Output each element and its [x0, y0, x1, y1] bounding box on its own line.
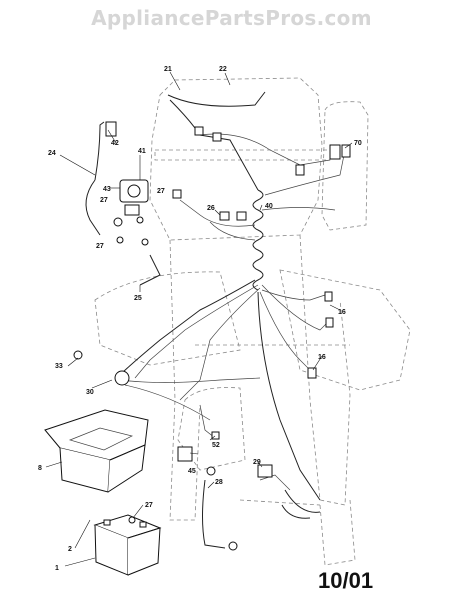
- connectors: [73, 126, 351, 551]
- callout-27: 27: [157, 188, 165, 195]
- callout-29: 29: [253, 459, 261, 466]
- callout-41: 41: [138, 148, 146, 155]
- watermark-text: AppliancePartsPros.com: [91, 6, 372, 30]
- callout-27: 27: [145, 502, 153, 509]
- revision-date: 10/01: [318, 568, 374, 593]
- callout-45: 45: [188, 468, 196, 475]
- callout-24: 24: [48, 150, 56, 157]
- callout-labels: 1 2 8 16 16 21 22 24 25 26 27 27 27 27 2…: [38, 66, 362, 572]
- callout-22: 22: [219, 66, 227, 73]
- callout-52: 52: [212, 442, 220, 449]
- callout-43: 43: [103, 186, 111, 193]
- callout-30: 30: [86, 389, 94, 396]
- callout-2: 2: [68, 546, 72, 553]
- callout-40: 40: [265, 203, 273, 210]
- callout-28: 28: [215, 479, 223, 486]
- callout-42: 42: [111, 140, 119, 147]
- callout-27: 27: [100, 197, 108, 204]
- callout-33: 33: [55, 363, 63, 370]
- callout-21: 21: [164, 66, 172, 73]
- solenoid-cluster: [105, 121, 149, 246]
- battery: [93, 514, 162, 576]
- callout-8: 8: [38, 465, 42, 472]
- callout-16: 16: [338, 309, 346, 316]
- callout-26: 26: [207, 205, 215, 212]
- battery-box: [44, 409, 149, 493]
- callout-70: 70: [354, 140, 362, 147]
- callout-25: 25: [134, 295, 142, 302]
- callout-16: 16: [318, 354, 326, 361]
- callout-27: 27: [96, 243, 104, 250]
- wire-harness-coil: [252, 189, 264, 291]
- callout-1: 1: [55, 565, 59, 572]
- leader-lines: [45, 71, 353, 567]
